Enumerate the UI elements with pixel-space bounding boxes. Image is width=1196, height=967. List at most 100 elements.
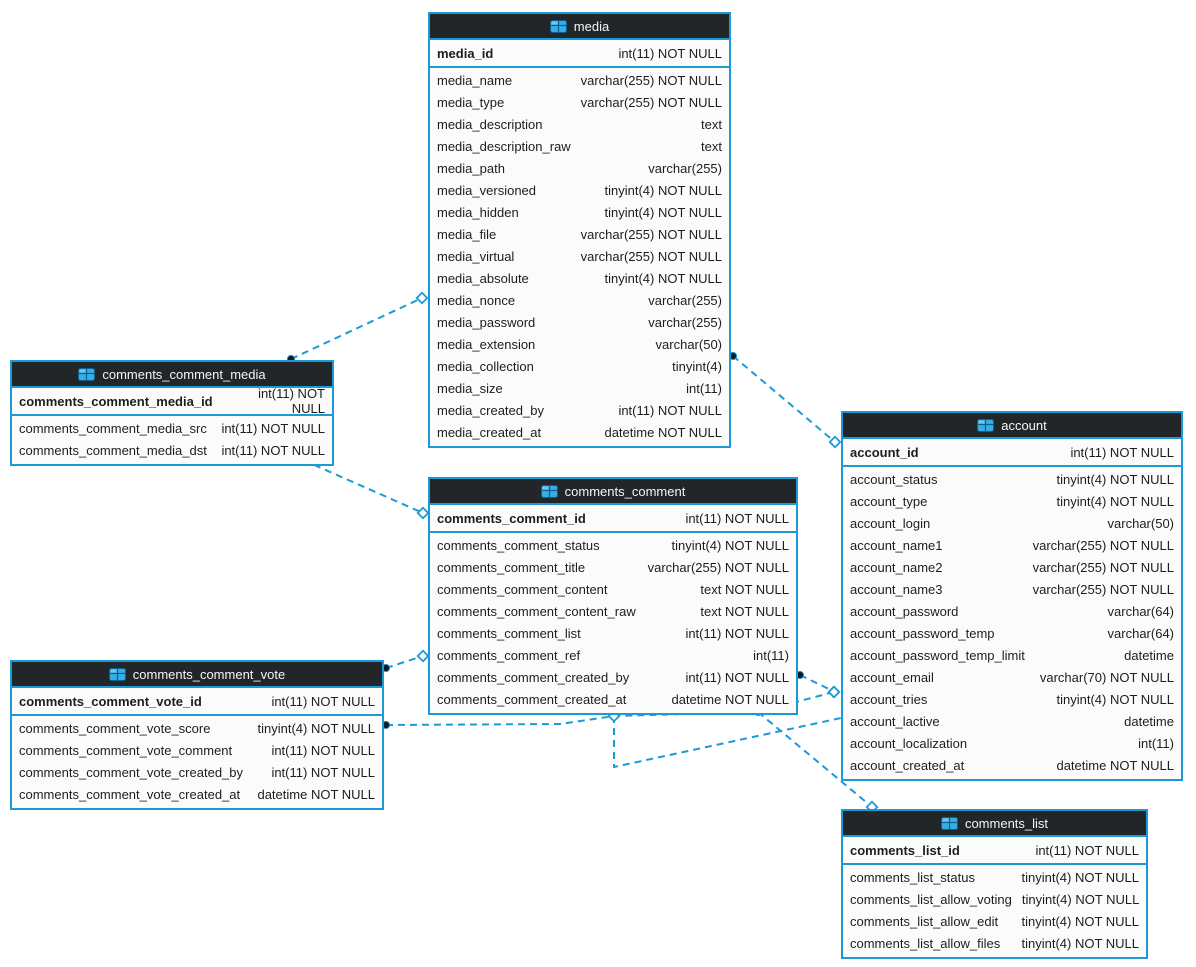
column-type: text NOT NULL: [700, 603, 789, 619]
relationship-line[interactable]: [613, 716, 842, 769]
column-name: account_login: [850, 515, 931, 531]
relationship-line[interactable]: [302, 459, 424, 514]
table-title: account: [1001, 417, 1047, 433]
table-header-media[interactable]: media: [430, 14, 729, 40]
column-type: int(11) NOT NULL: [1070, 444, 1174, 460]
relationship-line[interactable]: [757, 711, 873, 808]
column-type: varchar(255) NOT NULL: [580, 248, 722, 264]
column-type: int(11) NOT NULL: [685, 625, 789, 641]
relationship-line[interactable]: [732, 355, 836, 443]
rel-comments_comment_vote-comments_comment[interactable]: [381, 649, 430, 673]
column-type: datetime NOT NULL: [604, 424, 722, 440]
table-icon: [78, 367, 96, 381]
referenced-end-diamond: [828, 435, 842, 449]
column-name: account_password: [850, 603, 959, 619]
table-header-comments_comment_media[interactable]: comments_comment_media: [12, 362, 332, 388]
column-type: tinyint(4) NOT NULL: [671, 537, 789, 553]
column-type: varchar(70) NOT NULL: [1039, 669, 1174, 685]
column-name: comments_comment_vote_created_at: [19, 786, 241, 802]
column-name: media_name: [437, 72, 513, 88]
column-type: varchar(255) NOT NULL: [580, 226, 722, 242]
relationship-line[interactable]: [290, 297, 423, 360]
table-header-comments_list[interactable]: comments_list: [843, 811, 1146, 837]
rel-comments_comment-account-2[interactable]: [607, 709, 842, 769]
rel-comments_comment-account[interactable]: [795, 670, 876, 709]
column-type: int(11) NOT NULL: [258, 386, 325, 416]
table-header-comments_comment[interactable]: comments_comment: [430, 479, 796, 505]
relationship-line[interactable]: [385, 655, 424, 669]
column-type: varchar(50): [655, 336, 722, 352]
table-header-account[interactable]: account: [843, 413, 1181, 439]
column-type: int(11) NOT NULL: [271, 742, 375, 758]
table-header-comments_comment_vote[interactable]: comments_comment_vote: [12, 662, 382, 688]
column-name: comments_comment_content: [437, 581, 608, 597]
rel-comments_comment_media-media[interactable]: [286, 291, 429, 364]
rel-media-account[interactable]: [728, 351, 842, 449]
column-type: int(11) NOT NULL: [685, 510, 789, 526]
column-type: tinyint(4) NOT NULL: [1021, 935, 1139, 951]
